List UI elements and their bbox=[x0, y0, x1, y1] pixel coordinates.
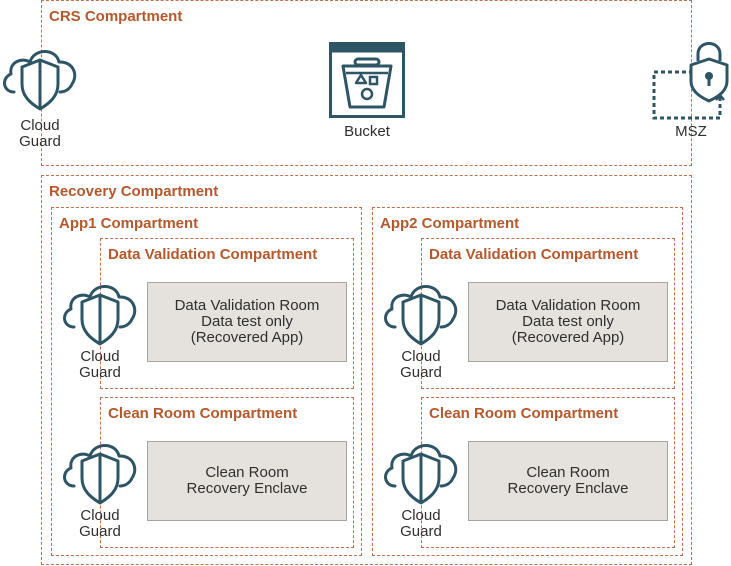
cloud-guard-icon bbox=[63, 285, 137, 346]
app1-compartment-title: App1 Compartment bbox=[59, 215, 199, 232]
app2-clean-room-title: Clean Room Compartment bbox=[429, 405, 619, 422]
app1-compartment bbox=[51, 207, 362, 556]
room-label-line3: (Recovered App) bbox=[190, 329, 304, 346]
room-label-line2: Recovery Enclave bbox=[507, 480, 629, 497]
crs-compartment-title: CRS Compartment bbox=[49, 8, 183, 25]
cloud-guard-label-line2: Guard bbox=[400, 364, 442, 381]
room-label-line2: Data test only bbox=[201, 313, 293, 330]
app2-data-validation-title: Data Validation Compartment bbox=[429, 246, 639, 263]
recovery-compartment-title: Recovery Compartment bbox=[49, 183, 219, 200]
cloud-guard-icon bbox=[3, 50, 77, 111]
room-label-line2: Recovery Enclave bbox=[186, 480, 308, 497]
cloud-guard-label-line2: Guard bbox=[19, 133, 61, 150]
app2-compartment-title: App2 Compartment bbox=[380, 215, 520, 232]
cloud-guard-label: Cloud Guard bbox=[393, 508, 449, 540]
room-label-line3: (Recovered App) bbox=[511, 329, 625, 346]
cloud-guard-label-line2: Guard bbox=[79, 364, 121, 381]
clean-room: Clean Room Recovery Enclave bbox=[468, 441, 668, 521]
cloud-guard-label: Cloud Guard bbox=[72, 349, 128, 381]
cloud-guard-icon bbox=[63, 444, 137, 505]
app2-compartment bbox=[372, 207, 683, 556]
room-label-line1: Data Validation Room bbox=[495, 297, 641, 314]
cloud-guard-label-line1: Cloud bbox=[401, 348, 441, 365]
data-validation-room: Data Validation Room Data test only (Rec… bbox=[468, 282, 668, 362]
msz-lock-icon bbox=[652, 42, 729, 120]
recovery-compartment bbox=[41, 175, 692, 565]
cloud-guard-label: Cloud Guard bbox=[72, 508, 128, 540]
room-label-line1: Clean Room bbox=[526, 464, 610, 481]
clean-room: Clean Room Recovery Enclave bbox=[147, 441, 347, 521]
cloud-guard-label-line1: Cloud bbox=[20, 117, 60, 134]
bucket-icon bbox=[329, 42, 405, 118]
msz-label: MSZ bbox=[675, 123, 707, 140]
bucket-label: Bucket bbox=[344, 123, 390, 140]
room-label-line1: Clean Room bbox=[205, 464, 289, 481]
cloud-guard-label-line2: Guard bbox=[79, 523, 121, 540]
app1-clean-room-title: Clean Room Compartment bbox=[108, 405, 298, 422]
cloud-guard-label-line2: Guard bbox=[400, 523, 442, 540]
cloud-guard-label: Cloud Guard bbox=[12, 118, 68, 150]
cloud-guard-label: Cloud Guard bbox=[393, 349, 449, 381]
cloud-guard-label-line1: Cloud bbox=[80, 507, 120, 524]
room-label-line1: Data Validation Room bbox=[174, 297, 320, 314]
cloud-guard-icon bbox=[384, 444, 458, 505]
cloud-guard-label-line1: Cloud bbox=[401, 507, 441, 524]
data-validation-room: Data Validation Room Data test only (Rec… bbox=[147, 282, 347, 362]
room-label-line2: Data test only bbox=[522, 313, 614, 330]
app1-data-validation-title: Data Validation Compartment bbox=[108, 246, 318, 263]
cloud-guard-icon bbox=[384, 285, 458, 346]
cloud-guard-label-line1: Cloud bbox=[80, 348, 120, 365]
